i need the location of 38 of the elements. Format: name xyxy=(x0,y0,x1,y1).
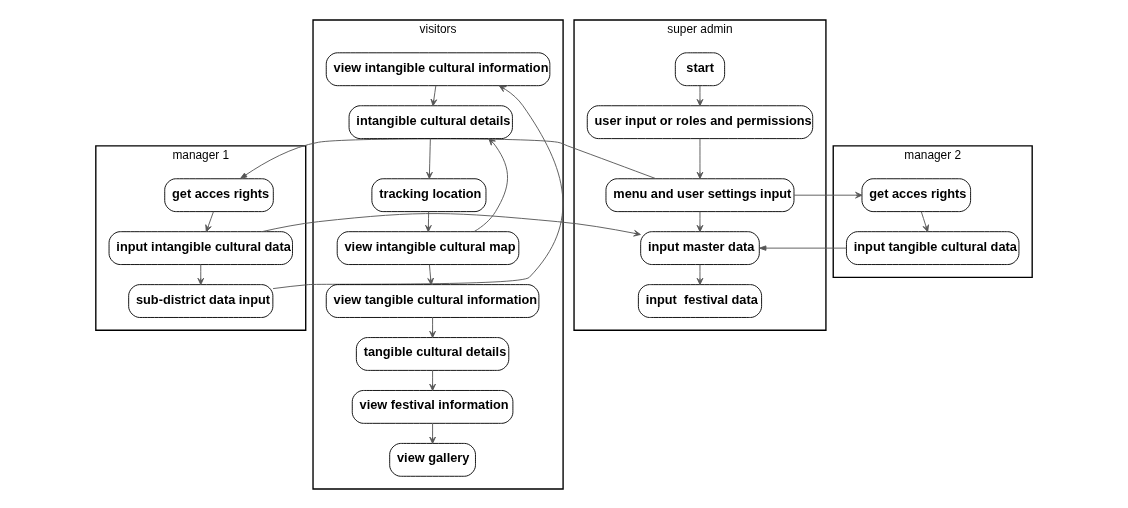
node-box: get acces rights xyxy=(861,177,972,212)
node-box: start xyxy=(674,51,726,86)
arrow xyxy=(429,369,436,391)
node-box: input intangible cultural data xyxy=(108,230,293,265)
arrow xyxy=(696,84,704,106)
node-box: sub-district data input xyxy=(128,283,274,318)
node-box: tracking location xyxy=(371,177,487,212)
node-box: view gallery xyxy=(389,442,476,477)
node-box: user input or roles and permissions xyxy=(586,104,814,139)
arrow xyxy=(759,244,847,251)
arrow xyxy=(427,263,434,285)
arrow xyxy=(426,137,433,179)
node-box: get acces rights xyxy=(164,177,274,212)
arrow xyxy=(429,422,436,444)
arrow xyxy=(920,210,929,232)
arrow xyxy=(430,84,438,106)
node-box: view tangible cultural information xyxy=(325,283,540,318)
arrow xyxy=(473,137,508,232)
node-box: tangible cultural details xyxy=(355,336,510,371)
arrow xyxy=(425,210,432,232)
arrow xyxy=(696,137,704,179)
arrow xyxy=(696,210,704,232)
arrow xyxy=(239,137,657,179)
arrow xyxy=(696,263,704,285)
arrow xyxy=(272,84,564,289)
arrow xyxy=(197,263,205,285)
node-box: intangible cultural details xyxy=(348,104,513,139)
arrow xyxy=(205,210,214,232)
node-box: input festival data xyxy=(637,283,763,318)
arrow xyxy=(793,191,863,198)
node-box: view intangible cultural information xyxy=(325,51,551,86)
arrow xyxy=(429,316,436,338)
node-box: view intangible cultural map xyxy=(336,230,520,265)
node-box: input tangible cultural data xyxy=(846,230,1020,265)
node-box: view festival information xyxy=(351,389,514,424)
node-box: menu and user settings input xyxy=(605,177,795,212)
node-box: input master data xyxy=(640,230,760,265)
arrow xyxy=(261,212,641,237)
